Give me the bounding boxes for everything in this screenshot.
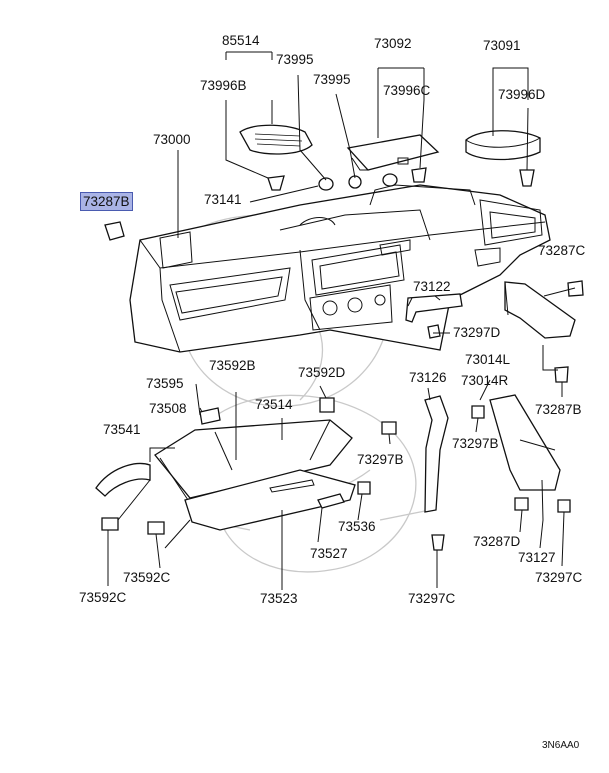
label-73514: 73514 [255, 397, 293, 412]
label-73297B-left: 73297B [357, 452, 404, 467]
label-73541: 73541 [103, 422, 141, 437]
instrument-panel [129, 184, 551, 353]
label-73592C-b: 73592C [79, 590, 127, 605]
label-73000: 73000 [153, 132, 191, 147]
label-73287D-bottom: 73287D [473, 534, 521, 549]
label-73126: 73126 [409, 370, 447, 385]
label-73287B-highlighted[interactable]: 73287B [80, 192, 133, 211]
stay-73126 [424, 395, 449, 513]
label-73995-mid: 73995 [313, 72, 351, 87]
label-73014R: 73014R [461, 373, 509, 388]
center-lid [346, 134, 440, 171]
label-73297C-right: 73297C [535, 570, 583, 585]
label-73996B: 73996B [200, 78, 247, 93]
label-73122: 73122 [413, 279, 451, 294]
label-73995-top: 73995 [276, 52, 314, 67]
label-73595: 73595 [146, 376, 184, 391]
label-73127: 73127 [518, 550, 556, 565]
label-73092: 73092 [374, 36, 412, 51]
label-73592D: 73592D [298, 365, 346, 380]
glove-box [154, 407, 356, 531]
label-73297D-top: 73297D [453, 325, 501, 340]
label-73523: 73523 [260, 591, 298, 606]
label-73287B-right: 73287B [535, 402, 582, 417]
label-85514: 85514 [222, 33, 260, 48]
leader-lines [107, 51, 576, 590]
label-73592B: 73592B [209, 358, 256, 373]
diagram-code: 3N6AA0 [542, 740, 580, 751]
label-73996D: 73996D [498, 87, 546, 102]
label-73536: 73536 [338, 519, 376, 534]
label-73287C: 73287C [538, 243, 586, 258]
right-box [465, 130, 541, 161]
label-73014L: 73014L [465, 352, 511, 367]
label-73996C: 73996C [383, 83, 431, 98]
label-73141: 73141 [204, 192, 242, 207]
lower-cover-73541 [95, 462, 151, 497]
bracket-73122 [405, 293, 463, 323]
label-73527: 73527 [310, 546, 348, 561]
label-73091: 73091 [483, 38, 521, 53]
speaker-cover [239, 124, 313, 155]
label-73592C-a: 73592C [123, 570, 171, 585]
label-73297C-bottom: 73297C [408, 591, 456, 606]
label-73297B-right: 73297B [452, 436, 499, 451]
side-brackets [489, 281, 576, 491]
label-73508: 73508 [149, 401, 187, 416]
